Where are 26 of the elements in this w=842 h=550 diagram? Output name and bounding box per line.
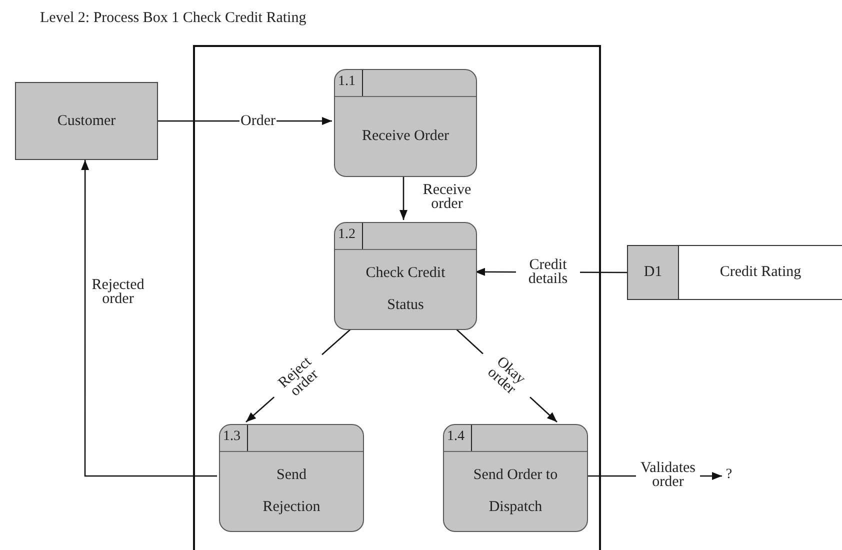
terminal-text: ? bbox=[722, 465, 736, 485]
edge-label: Order bbox=[240, 114, 276, 128]
process-box bbox=[334, 69, 477, 177]
data-store bbox=[627, 245, 842, 300]
process-id: 1.4 bbox=[444, 425, 472, 451]
edge-label: Receive order bbox=[422, 182, 472, 212]
store-name: Credit Rating bbox=[718, 263, 802, 282]
process-name: Send Rejection bbox=[262, 466, 322, 516]
store-id: D1 bbox=[628, 246, 679, 299]
process-box bbox=[443, 424, 588, 532]
process-id: 1.3 bbox=[220, 425, 248, 451]
process-name: Check Credit Status bbox=[364, 264, 446, 314]
data-flow-arrow bbox=[81, 160, 217, 477]
external-entity-box: Customer bbox=[15, 82, 158, 160]
process-id: 1.1 bbox=[335, 70, 363, 96]
process-name: Receive Order bbox=[360, 126, 450, 146]
edge-label: Credit details bbox=[516, 258, 580, 286]
system-boundary bbox=[193, 45, 601, 550]
process-box bbox=[219, 424, 364, 532]
edge-label: Validates order bbox=[636, 460, 700, 490]
process-name: Send Order to Dispatch bbox=[472, 466, 559, 516]
data-flow-arrow bbox=[400, 175, 408, 220]
diagram-title: Level 2: Process Box 1 Check Credit Rating bbox=[40, 10, 306, 27]
process-box bbox=[334, 222, 477, 330]
process-id: 1.2 bbox=[335, 223, 363, 249]
edge-label: Rejected order bbox=[90, 278, 146, 306]
